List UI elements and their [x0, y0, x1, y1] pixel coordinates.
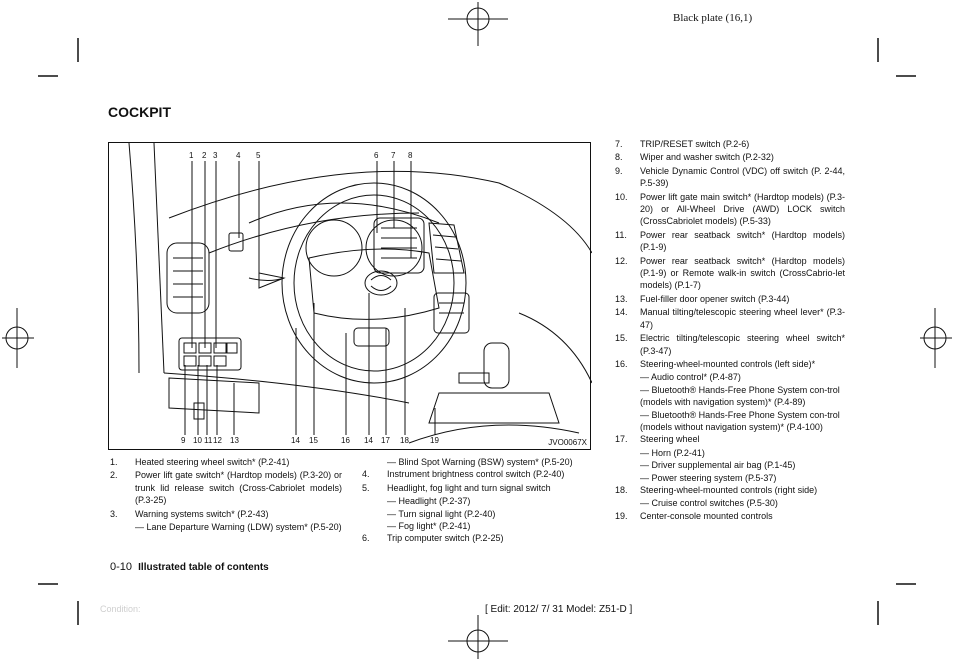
- callout-7: 7: [391, 151, 396, 160]
- sub-item: Headlight (P.2-37): [362, 495, 594, 507]
- callout-14b: 14: [364, 436, 373, 445]
- list-item: 1.Heated steering wheel switch* (P.2-41): [110, 457, 290, 467]
- list-item: 10.Power lift gate main switch* (Hardtop…: [615, 191, 845, 227]
- sub-item: Bluetooth® Hands-Free Phone System con-t…: [615, 384, 845, 409]
- sub-item: Blind Spot Warning (BSW) system* (P.5-20…: [362, 456, 594, 468]
- sub-item: Bluetooth® Hands-Free Phone System con-t…: [615, 409, 845, 434]
- list-item: 9.Vehicle Dynamic Control (VDC) off swit…: [615, 165, 845, 189]
- callout-2: 2: [202, 151, 207, 160]
- item-list-col1: 1.Heated steering wheel switch* (P.2-41)…: [110, 456, 342, 533]
- callout-13: 13: [230, 436, 239, 445]
- list-item: 8.Wiper and washer switch (P.2-32): [615, 152, 774, 163]
- callout-6: 6: [374, 151, 379, 160]
- sub-item: Turn signal light (P.2-40): [362, 508, 594, 520]
- callout-1: 1: [189, 151, 194, 160]
- list-item: 11.Power rear seatback switch* (Hardtop …: [615, 229, 845, 253]
- list-item: 5.Headlight, fog light and turn signal s…: [362, 482, 551, 493]
- page-footer: 0-10 Illustrated table of contents: [110, 561, 269, 573]
- sub-item: Audio control* (P.4-87): [615, 371, 845, 383]
- cockpit-figure: 1 2 3 4 5 6 7 8 9 10 11 12 13 14 15 16 1…: [108, 142, 592, 450]
- callout-17: 17: [381, 436, 390, 445]
- list-item: 12.Power rear seatback switch* (Hardtop …: [615, 255, 845, 291]
- sub-item: Power steering system (P.5-37): [615, 472, 845, 484]
- callout-11: 11: [204, 436, 213, 445]
- list-item: 13.Fuel-filler door opener switch (P.3-4…: [615, 293, 790, 304]
- callout-12: 12: [213, 436, 222, 445]
- callout-3: 3: [213, 151, 218, 160]
- callout-5: 5: [256, 151, 261, 160]
- callout-15: 15: [309, 436, 318, 445]
- callout-14a: 14: [291, 436, 300, 445]
- sub-item: Lane Departure Warning (LDW) system* (P.…: [110, 521, 342, 533]
- black-plate-label: Black plate (16,1): [673, 12, 753, 24]
- list-item: 16.Steering-wheel-mounted controls (left…: [615, 358, 816, 369]
- callout-18: 18: [400, 436, 409, 445]
- list-item: 2.Power lift gate switch* (Hardtop model…: [110, 470, 342, 506]
- footer-section-title: Illustrated table of contents: [138, 562, 269, 573]
- item-list-col2: Blind Spot Warning (BSW) system* (P.5-20…: [362, 456, 594, 546]
- callout-16: 16: [341, 436, 350, 445]
- list-item: 4.Instrument brightness control switch (…: [362, 469, 565, 480]
- sub-item: Cruise control switches (P.5-30): [615, 497, 845, 509]
- edit-info: [ Edit: 2012/ 7/ 31 Model: Z51-D ]: [485, 604, 633, 615]
- callout-9: 9: [181, 436, 186, 445]
- callout-4: 4: [236, 151, 241, 160]
- item-list-col3: 7.TRIP/RESET switch (P.2-6) 8.Wiper and …: [615, 138, 845, 523]
- section-title: COCKPIT: [108, 104, 171, 120]
- callout-8: 8: [408, 151, 413, 160]
- list-item: 3.Warning systems switch* (P.2-43): [110, 508, 269, 519]
- list-item: 6.Trip computer switch (P.2-25): [362, 533, 504, 544]
- list-item: 19.Center-console mounted controls: [615, 510, 773, 521]
- list-item: 18.Steering-wheel-mounted controls (righ…: [615, 484, 818, 495]
- callout-19: 19: [430, 436, 439, 445]
- list-item: 14.Manual tilting/telescopic steering wh…: [615, 307, 845, 330]
- sub-item: Fog light* (P.2-41): [362, 520, 594, 532]
- list-item: 7.TRIP/RESET switch (P.2-6): [615, 139, 750, 149]
- callout-10: 10: [193, 436, 202, 445]
- page-number: 0-10: [110, 561, 133, 573]
- list-item: 17.Steering wheel: [615, 434, 700, 445]
- cockpit-illustration: [128, 143, 592, 444]
- sub-item: Driver supplemental air bag (P.1-45): [615, 459, 845, 471]
- sub-item: Horn (P.2-41): [615, 447, 845, 459]
- condition-label: Condition:: [100, 604, 141, 614]
- figure-code: JVO0067X: [548, 438, 587, 447]
- list-item: 15.Electric tilting/telescopic steering …: [615, 333, 845, 356]
